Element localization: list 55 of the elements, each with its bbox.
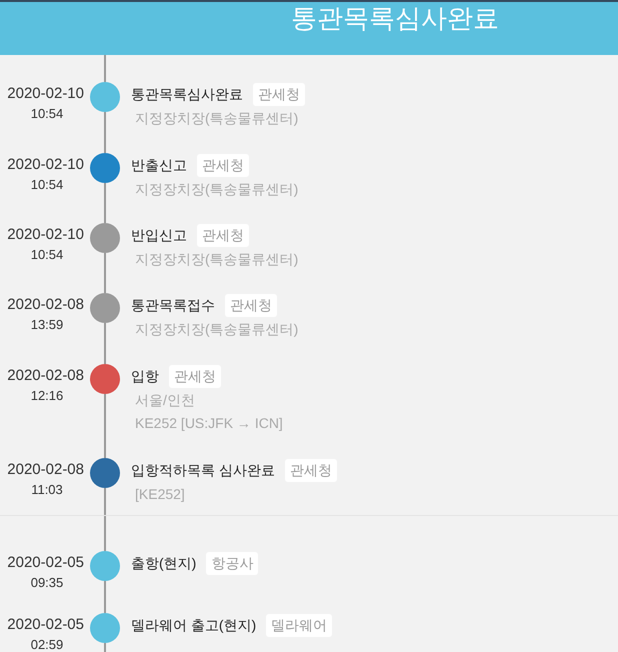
timeline-dot (90, 293, 120, 323)
event-title: 입항 (131, 367, 159, 386)
date-text: 2020-02-05 (6, 553, 84, 573)
time-text: 13:59 (30, 316, 64, 334)
time-text: 09:35 (30, 574, 64, 592)
timeline-line (104, 112, 106, 153)
source-tag: 관세청 (284, 458, 337, 482)
source-tag: 관세청 (197, 154, 249, 176)
time-text: 12:16 (30, 387, 64, 405)
source-tag: 관세청 (253, 82, 305, 106)
timeline-line (104, 394, 106, 458)
source-tag: 관세청 (169, 364, 221, 388)
event-detail: [KE252] (135, 485, 185, 504)
source-tag: 델라웨어 (266, 614, 332, 636)
date-text: 2020-02-08 (6, 295, 84, 315)
event-title: 출항(현지) (131, 554, 196, 573)
event-detail: 지정장치장(특송물류센터) (135, 320, 298, 339)
source-tag: 관세청 (197, 224, 249, 246)
timeline-dot (90, 458, 120, 488)
date-text: 2020-02-10 (6, 155, 84, 175)
timeline-dot (90, 613, 120, 643)
time-text: 11:03 (30, 481, 64, 499)
timeline-dot (90, 223, 120, 253)
event-detail: 지정장치장(특송물류센터) (135, 109, 298, 128)
event-title: 통관목록심사완료 (131, 85, 243, 104)
event-detail: KE252 [US:JFK → ICN] (135, 414, 283, 433)
timeline-dot (90, 364, 120, 394)
time-text: 10:54 (30, 105, 64, 123)
timeline-dot (90, 551, 120, 581)
event-title: 반출신고 (131, 156, 187, 175)
timeline-line (104, 581, 106, 613)
page-title: 통관목록심사완료 (291, 2, 499, 34)
source-tag: 항공사 (206, 552, 258, 574)
timeline-line (104, 183, 106, 223)
date-text: 2020-02-10 (6, 225, 84, 245)
event-detail: 지정장치장(특송물류센터) (135, 180, 298, 199)
event-detail: 지정장치장(특송물류센터) (135, 250, 298, 269)
time-text: 02:59 (30, 636, 64, 652)
timeline-dot (90, 153, 120, 183)
event-title: 반입신고 (131, 226, 187, 245)
time-text: 10:54 (30, 176, 64, 194)
event-detail: 서울/인천 (135, 391, 195, 410)
event-title: 통관목록접수 (131, 296, 215, 315)
date-text: 2020-02-10 (6, 84, 84, 104)
event-title: 입항적하목록 심사완료 (131, 461, 275, 480)
date-text: 2020-02-08 (6, 460, 84, 480)
timeline-dot (90, 82, 120, 112)
date-text: 2020-02-05 (6, 615, 84, 635)
timeline-line (104, 253, 106, 293)
time-text: 10:54 (30, 246, 64, 264)
date-text: 2020-02-08 (6, 366, 84, 386)
timeline-line (104, 488, 106, 551)
timeline-line (104, 323, 106, 364)
source-tag: 관세청 (225, 294, 277, 316)
event-title: 델라웨어 출고(현지) (131, 616, 256, 635)
